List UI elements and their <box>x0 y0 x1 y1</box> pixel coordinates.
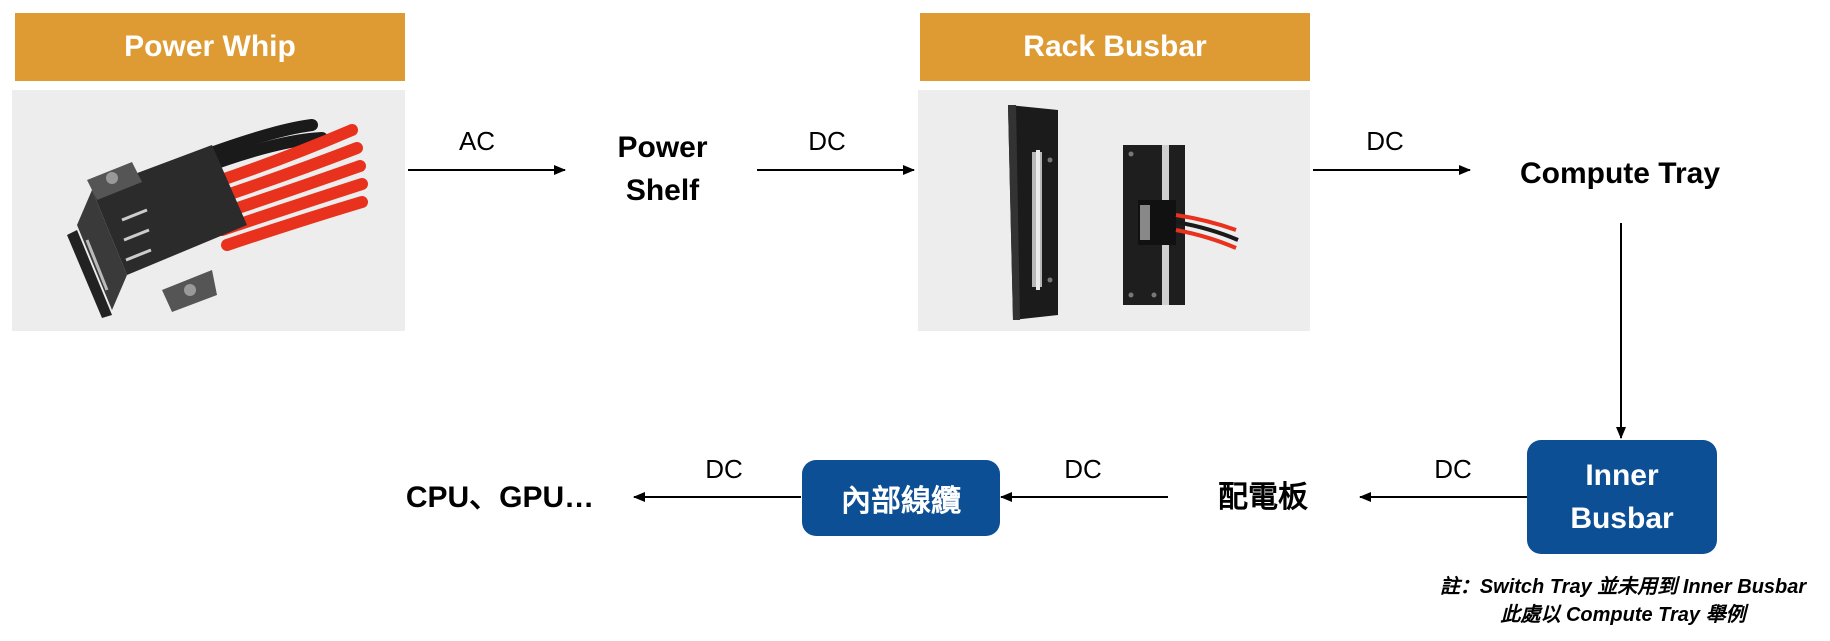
rack-busbar-icon <box>1008 105 1239 320</box>
rack-busbar-title: Rack Busbar <box>1023 30 1207 63</box>
footnote: 註：Switch Tray 並未用到 Inner Busbar 此處以 Comp… <box>1418 573 1828 629</box>
power-whip-title: Power Whip <box>124 30 296 63</box>
internal-cable-label: 內部線纜 <box>841 485 961 518</box>
footnote-line-1: 註：Switch Tray 並未用到 Inner Busbar <box>1439 576 1807 598</box>
edge-label-dc-shelf-busbar: DC <box>808 126 846 156</box>
inner-busbar-label: Inner Busbar <box>1570 459 1674 535</box>
distribution-board-node: 配電板 <box>1218 481 1308 514</box>
power-shelf-node: Power Shelf <box>617 131 708 207</box>
edge-label-ac: AC <box>458 126 496 156</box>
rack-busbar-image <box>918 90 1310 331</box>
cpu-gpu-node: CPU、GPU… <box>405 481 595 514</box>
internal-cable-node: 內部線纜 <box>802 460 1000 536</box>
compute-tray-node: Compute Tray <box>1519 157 1721 190</box>
edge-label-dc-busbar-tray: DC <box>1366 126 1404 156</box>
power-whip-image <box>12 90 405 331</box>
inner-busbar-node: Inner Busbar <box>1527 440 1717 554</box>
power-whip-header: Power Whip <box>15 13 405 81</box>
rack-busbar-header: Rack Busbar <box>920 13 1310 81</box>
power-whip-connector-icon <box>67 119 368 318</box>
edge-label-dc-inner-board: DC <box>1434 454 1472 484</box>
footnote-line-2: 此處以 Compute Tray 舉例 <box>1500 604 1746 626</box>
edge-label-dc-cable-cpu: DC <box>705 454 743 484</box>
edge-label-dc-board-cable: DC <box>1064 454 1102 484</box>
